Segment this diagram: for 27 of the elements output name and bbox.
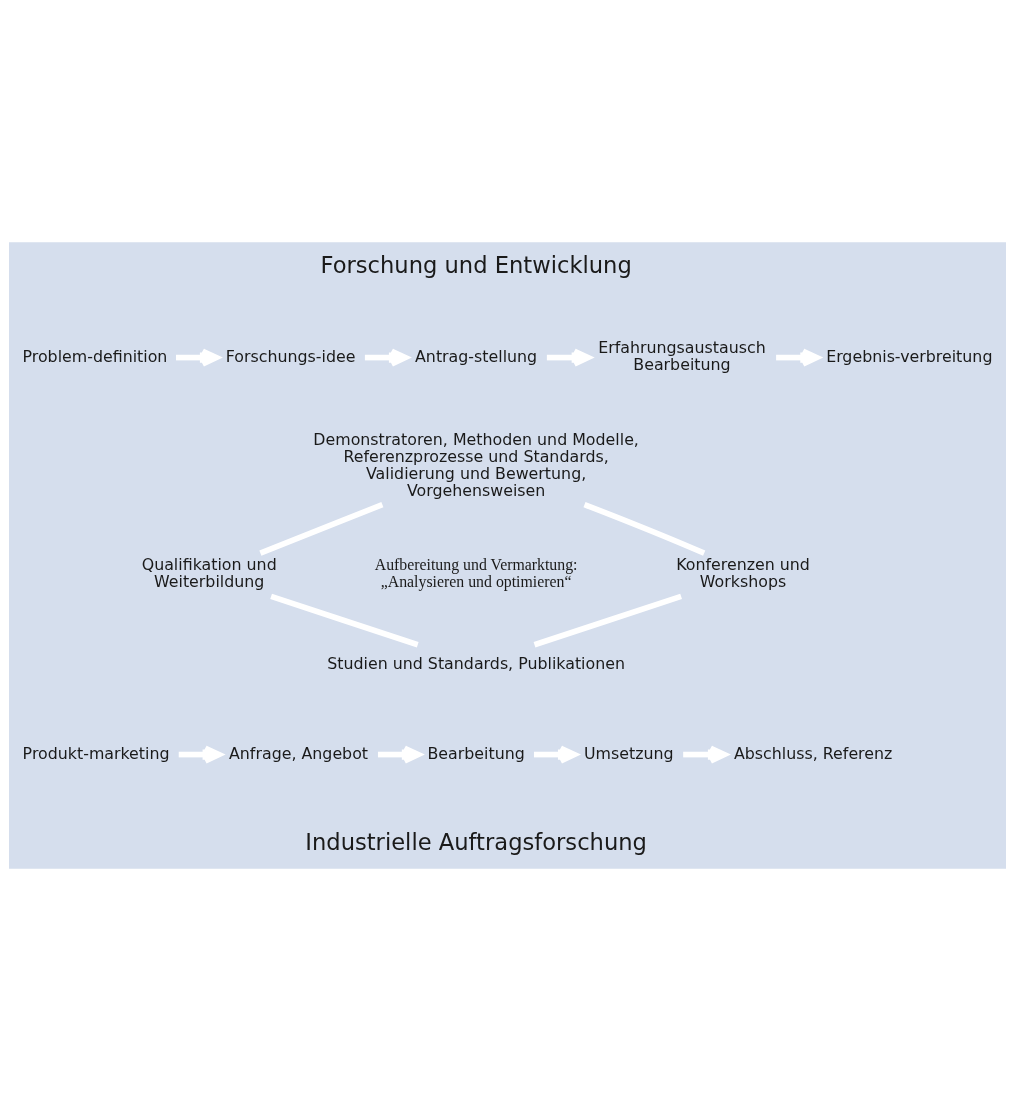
node-text: Erfahrungsaustausch Bearbeitung xyxy=(597,337,766,374)
arrow xyxy=(175,347,220,367)
label: Forschung und Entwicklung xyxy=(319,251,632,278)
node-text: Antrag-stellung xyxy=(414,346,537,366)
arrow xyxy=(533,744,578,764)
node-text: Produkt-marketing xyxy=(22,743,170,763)
node-text: Studien und Standards, Publikationen xyxy=(326,653,625,673)
connector xyxy=(533,593,682,647)
node-text: Ergebnis-verbreitung xyxy=(825,346,992,366)
arrow xyxy=(364,347,409,367)
node-text: Anfrage, Angebot xyxy=(228,743,368,763)
arrow xyxy=(682,744,728,764)
connector xyxy=(582,501,705,556)
node-text: Qualifikation und Weiterbildung xyxy=(141,554,277,591)
arrow xyxy=(377,744,422,764)
node-text: Aufbereitung und Vermarktung: „Analysieren und optimieren“ xyxy=(374,555,578,590)
node-text: Konferenzen und Workshops xyxy=(675,554,810,591)
node-text: Problem-definition xyxy=(21,346,167,366)
node-text: Umsetzung xyxy=(583,743,674,763)
label: Industrielle Auftragsforschung xyxy=(304,828,647,855)
arrow xyxy=(775,347,820,367)
node-text: Abschluss, Referenz xyxy=(733,743,892,763)
node-text: Demonstratoren, Methoden und Modelle, Referenzprozesse und Standards, Validierung und Bewertung, Vorgehensweisen xyxy=(312,429,639,500)
node-text: Forschungs-idee xyxy=(225,346,355,366)
node-text: Bearbeitung xyxy=(426,743,525,763)
connector xyxy=(258,501,383,556)
connector xyxy=(269,593,419,647)
